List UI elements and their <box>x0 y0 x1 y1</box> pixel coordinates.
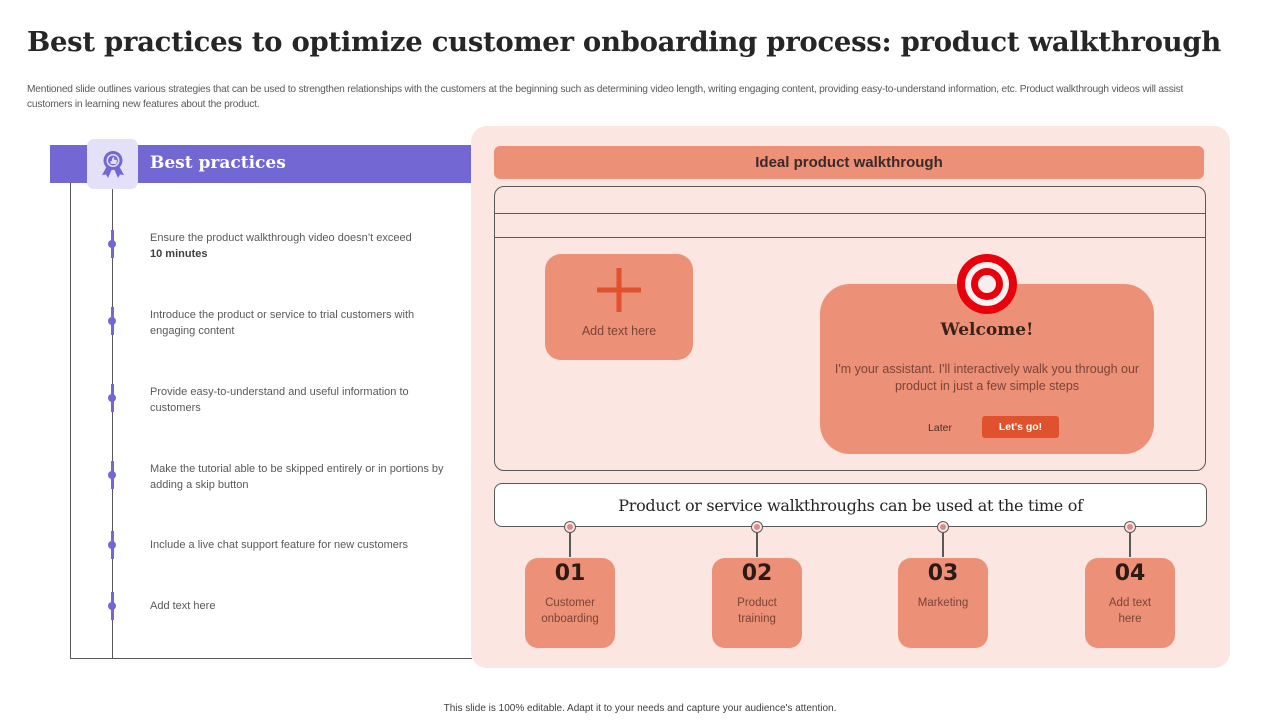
step-label: Product training <box>737 597 777 625</box>
practice-text: Ensure the product walkthrough video doe… <box>150 230 450 262</box>
usage-step-card: 04 Add text here <box>1085 558 1175 648</box>
browser-toolbar-divider <box>495 213 1205 215</box>
practice-item: Introduce the product or service to tria… <box>0 307 470 347</box>
practice-item: Add text here <box>0 592 470 632</box>
practice-text: Add text here <box>150 600 216 612</box>
connector-node-icon <box>563 521 577 557</box>
slide-title: Best practices to optimize customer onbo… <box>27 26 1221 58</box>
connector-node-icon <box>936 521 950 557</box>
practice-item: Provide easy-to-understand and useful in… <box>0 384 470 424</box>
award-ribbon-icon <box>101 151 124 178</box>
practice-item: Include a live chat support feature for … <box>0 531 470 571</box>
practice-text: Introduce the product or service to tria… <box>150 309 415 337</box>
usage-title-box: Product or service walkthroughs can be u… <box>494 483 1207 527</box>
best-practices-frame <box>70 183 472 659</box>
timeline-marker-icon <box>108 307 116 335</box>
target-icon <box>957 254 1017 314</box>
welcome-title: Welcome! <box>940 320 1034 340</box>
step-number: 02 <box>741 561 773 586</box>
usage-step-card: 03 Marketing <box>898 558 988 648</box>
lets-go-button[interactable]: Let's go! <box>982 416 1059 438</box>
later-button[interactable]: Later <box>928 422 952 434</box>
step-number: 03 <box>927 561 959 586</box>
plus-icon <box>597 268 641 312</box>
timeline-marker-icon <box>108 384 116 412</box>
connector-node-icon <box>1123 521 1137 557</box>
best-practices-title: Best practices <box>150 153 286 173</box>
practice-text-bold: 10 minutes <box>150 248 208 260</box>
practice-text: Make the tutorial able to be skipped ent… <box>150 463 444 491</box>
slide-subtitle: Mentioned slide outlines various strateg… <box>27 84 1184 110</box>
practice-text: Provide easy-to-understand and useful in… <box>150 386 409 414</box>
practice-text-main: Ensure the product walkthrough video doe… <box>150 232 412 244</box>
practice-item: Ensure the product walkthrough video doe… <box>0 230 470 270</box>
step-number: 01 <box>554 561 586 586</box>
usage-step-card: 02 Product training <box>712 558 802 648</box>
add-card-label: Add text here <box>581 324 657 338</box>
timeline-marker-icon <box>108 531 116 559</box>
timeline-marker-icon <box>108 592 116 620</box>
step-label: Marketing <box>917 597 969 609</box>
connector-node-icon <box>750 521 764 557</box>
browser-mockup-frame <box>494 186 1206 471</box>
practice-text: Include a live chat support feature for … <box>150 539 409 551</box>
step-label: Customer onboarding <box>541 597 599 625</box>
usage-step-card: 01 Customer onboarding <box>525 558 615 648</box>
practice-item: Make the tutorial able to be skipped ent… <box>0 461 470 501</box>
timeline-line <box>111 189 113 659</box>
best-practices-icon-box <box>87 139 138 189</box>
welcome-message: I'm your assistant. I'll interactively w… <box>834 362 1140 393</box>
browser-address-divider <box>495 237 1205 239</box>
step-number: 04 <box>1114 561 1146 586</box>
step-label: Add text here <box>1108 597 1152 625</box>
walkthrough-header: Ideal product walkthrough <box>494 146 1204 179</box>
add-content-card[interactable]: Add text here <box>545 254 693 360</box>
timeline-marker-icon <box>108 461 116 489</box>
slide-footer: This slide is 100% editable. Adapt it to… <box>443 703 837 714</box>
timeline-marker-icon <box>108 230 116 258</box>
